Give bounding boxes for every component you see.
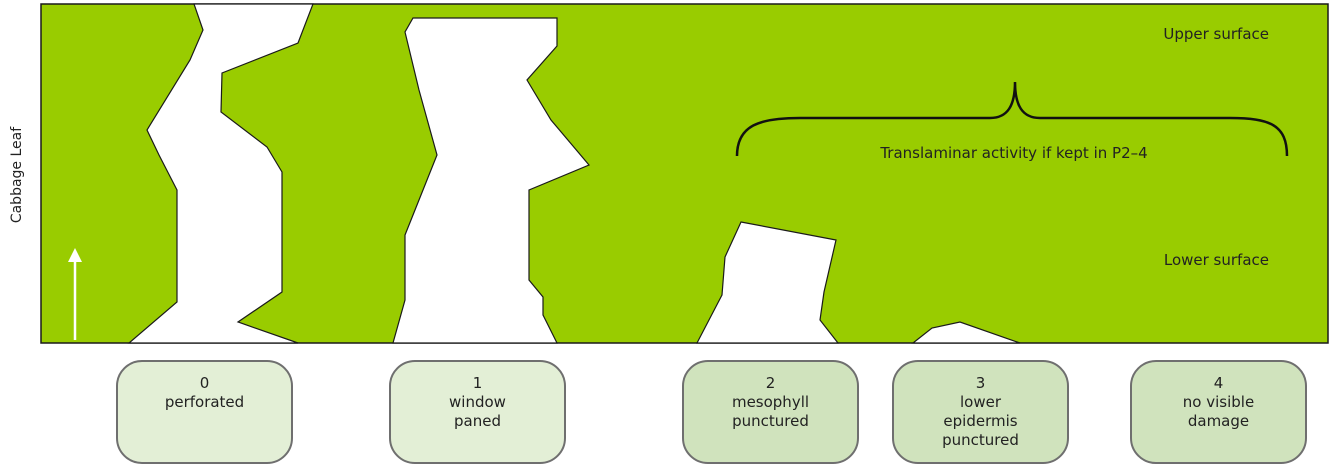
category-line: lower [959, 393, 1001, 411]
damage-lower-epidermis-puncture [911, 321, 1021, 344]
category-score: 4 [1213, 374, 1224, 392]
translaminar-brace [735, 81, 1289, 157]
category-box-4: 4 no visible damage [1130, 360, 1307, 464]
category-box-3: 3 lower epidermis punctured [892, 360, 1069, 464]
damage-perforated-hole [127, 3, 314, 344]
category-box-2: 2 mesophyll punctured [682, 360, 859, 464]
category-score: 3 [975, 374, 986, 392]
category-line: punctured [942, 431, 1019, 449]
category-line: damage [1187, 412, 1250, 430]
category-line: epidermis [943, 412, 1018, 430]
category-line: window [449, 393, 506, 411]
category-line: perforated [164, 393, 245, 411]
category-line: punctured [732, 412, 809, 430]
category-line: mesophyll [731, 393, 810, 411]
category-box-0: 0 perforated [116, 360, 293, 464]
direction-arrow-icon [68, 248, 82, 262]
category-score: 2 [765, 374, 776, 392]
leaf-axis-label: Cabbage Leaf [9, 126, 25, 223]
damage-window-paned-hole [392, 17, 590, 344]
damage-mesophyll-puncture [696, 221, 840, 344]
category-line: no visible [1182, 393, 1255, 411]
translaminar-label: Translaminar activity if kept in P2–4 [879, 144, 1147, 162]
category-box-1: 1 window paned [389, 360, 566, 464]
category-score: 1 [472, 374, 483, 392]
category-line: paned [454, 412, 501, 430]
lower-surface-label: Lower surface [1164, 251, 1269, 269]
upper-surface-label: Upper surface [1163, 25, 1269, 43]
category-score: 0 [199, 374, 210, 392]
